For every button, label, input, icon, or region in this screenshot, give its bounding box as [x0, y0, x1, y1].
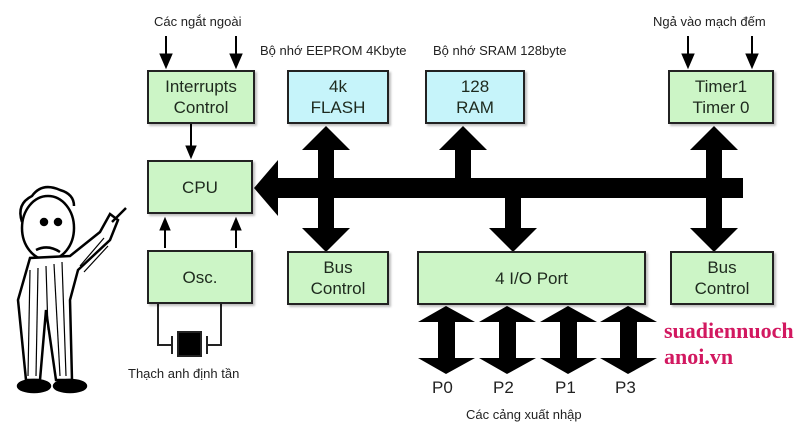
port-arrow-p1	[540, 306, 597, 374]
external-interrupts-label: Các ngắt ngoài	[154, 14, 242, 29]
osc-to-cpu-arrows	[159, 216, 242, 248]
cpu-label: CPU	[182, 177, 218, 197]
bus-control-right-line2: Control	[694, 279, 750, 298]
ram-line1: 128	[460, 77, 490, 96]
interrupts-control-block: Interrupts Control	[147, 70, 255, 124]
bus-control-left-line2: Control	[310, 279, 366, 298]
io-port-label: 4 I/O Port	[495, 268, 568, 288]
flash-line2: FLASH	[310, 98, 366, 117]
bus-control-right-block: Bus Control	[670, 251, 774, 305]
interrupts-line1: Interrupts	[165, 77, 237, 96]
watermark: suadiennuochanoi.vn	[664, 318, 794, 369]
osc-block: Osc.	[147, 250, 253, 304]
io-ports-label: Các cảng xuất nhập	[466, 407, 582, 422]
port-p0-label: P0	[432, 378, 453, 397]
port-arrow-p2	[479, 306, 536, 374]
port-p3-label: P3	[615, 378, 636, 397]
timer-line2: Timer 0	[692, 98, 750, 117]
bus-control-left-line1: Bus	[323, 258, 353, 277]
sram-label: Bộ nhớ SRAM 128byte	[433, 43, 567, 58]
port-arrows	[418, 306, 657, 374]
cpu-block: CPU	[147, 160, 253, 214]
port-arrow-p0	[418, 306, 475, 374]
timer-line1: Timer1	[694, 77, 748, 96]
timer-block: Timer1 Timer 0	[668, 70, 774, 124]
ram-block: 128 RAM	[425, 70, 525, 124]
flash-line1: 4k	[329, 77, 347, 96]
osc-label: Osc.	[182, 267, 218, 287]
port-p1-label: P1	[555, 378, 576, 397]
crystal-icon	[157, 303, 222, 357]
port-arrow-p3	[600, 306, 657, 374]
counter-input-label: Ngả vào mạch đếm	[653, 14, 766, 29]
bus-control-right-line1: Bus	[707, 258, 737, 277]
bus-control-left-block: Bus Control	[287, 251, 389, 305]
crystal-label: Thạch anh định tần	[128, 366, 240, 381]
port-p2-label: P2	[493, 378, 514, 397]
ram-bus-arrow	[439, 126, 487, 185]
main-data-bus	[254, 160, 743, 216]
interrupt-input-arrows	[159, 36, 243, 70]
counter-input-arrows	[681, 36, 759, 70]
flash-block: 4k FLASH	[287, 70, 389, 124]
flash-bus-arrow	[302, 126, 350, 252]
timer-bus-arrow	[690, 126, 738, 252]
eeprom-label: Bộ nhớ EEPROM 4Kbyte	[260, 43, 407, 58]
interrupts-line2: Control	[173, 98, 229, 117]
professor-illustration	[16, 185, 127, 394]
io-port-block: 4 I/O Port	[417, 251, 646, 305]
io-port-bus-arrow	[489, 190, 537, 252]
ram-line2: RAM	[456, 98, 494, 117]
interrupts-to-cpu-arrow	[185, 122, 197, 160]
